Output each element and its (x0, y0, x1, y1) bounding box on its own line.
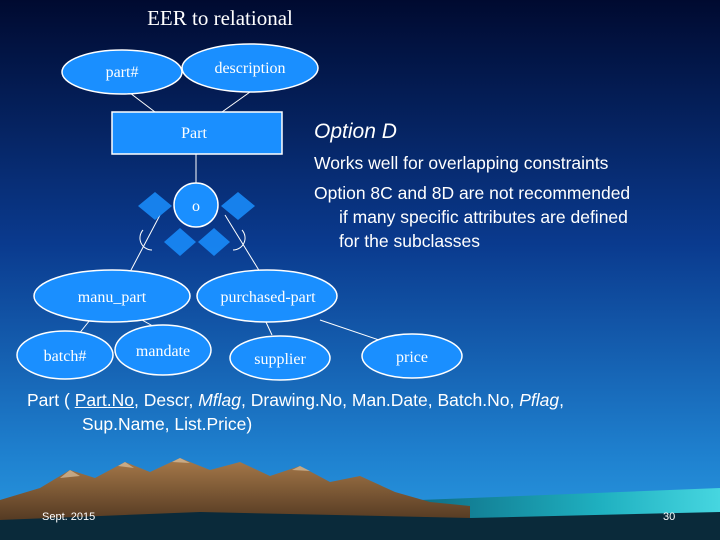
relation-line2: Sup.Name, List.Price) (82, 414, 253, 434)
attr-batch-no (16, 330, 114, 380)
specialization-circle (173, 182, 219, 228)
decorative-diamonds (138, 192, 255, 256)
attr-price (361, 333, 463, 379)
label-part: Part (181, 125, 207, 142)
relation-primary-key: Part.No, (74, 390, 139, 410)
label-description: description (214, 60, 285, 77)
label-batch-no: batch# (44, 348, 87, 365)
attr-description (181, 43, 319, 93)
entity-part (111, 111, 283, 155)
label-mandate: mandate (136, 343, 190, 360)
label-part-no: part# (106, 64, 139, 81)
page-number: 30 (663, 511, 676, 523)
relation-field-flag: Mflag (198, 390, 242, 410)
label-price: price (396, 349, 428, 366)
relation-schema: Part ( Part.No, Descr, Mflag, Drawing.No… (27, 388, 707, 436)
label-manu-part: manu_part (78, 289, 147, 306)
attr-supplier (229, 335, 331, 381)
relation-field: , (559, 390, 564, 410)
label-supplier: supplier (254, 351, 306, 368)
connector-lines (77, 91, 386, 343)
slide-title: EER to relational (147, 6, 293, 30)
label-specialization: o (192, 198, 200, 215)
relation-field-flag: Pflag (519, 390, 560, 410)
entity-manu-part (33, 269, 191, 323)
relation-name: Part (27, 390, 60, 410)
bullet-text: Option 8C and 8D are not recommended (314, 183, 631, 203)
attr-part-no (61, 49, 183, 95)
entity-purchased-part (196, 269, 338, 323)
option-title: Option D (314, 120, 397, 143)
relation-field: , Drawing.No, Man.Date, Batch.No, (241, 390, 520, 410)
footer-date: Sept. 2015 (42, 511, 96, 523)
attr-mandate (114, 324, 212, 376)
label-purchased-part: purchased-part (220, 289, 316, 306)
relation-open: ( (59, 390, 70, 410)
bullet-text: for the subclasses (339, 231, 481, 251)
bullet-text: Works well for overlapping constraints (314, 153, 609, 173)
bullet-text: if many specific attributes are defined (339, 207, 628, 227)
relation-field: Descr, (138, 390, 199, 410)
